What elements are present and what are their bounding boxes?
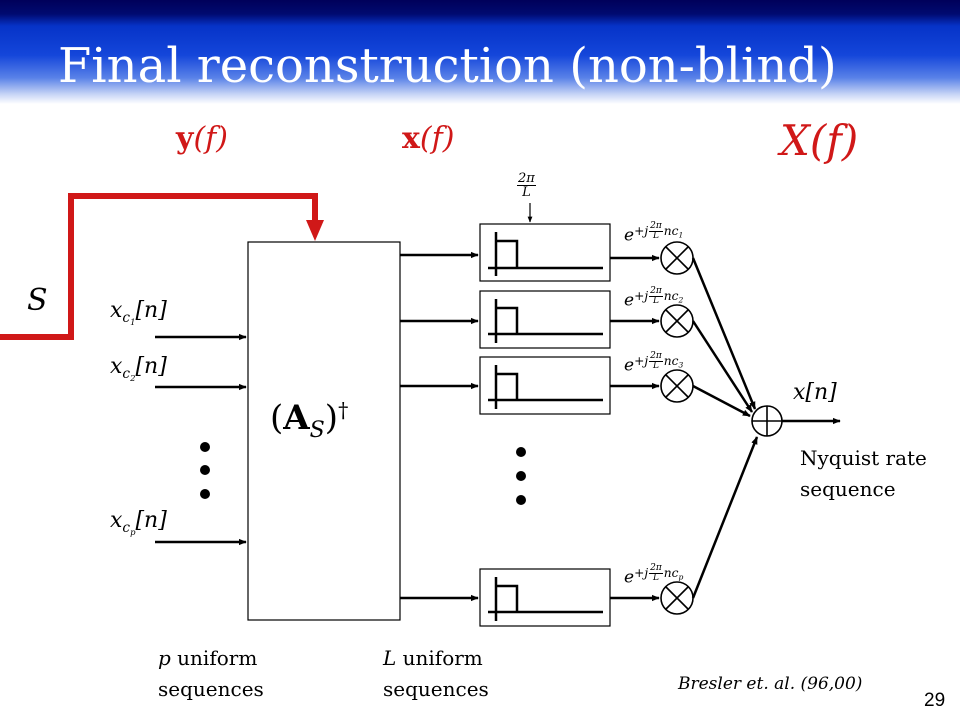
lowpass-filter-1: [479, 223, 611, 282]
input-dot: [200, 442, 210, 452]
support-path: [0, 193, 318, 340]
left-caption-line1: p uniform: [158, 646, 258, 670]
sum-arrow-1: [691, 257, 757, 410]
multiplier-1: [660, 241, 694, 275]
filter-dot: [516, 471, 526, 481]
input-label-2: xc2[n]: [110, 354, 167, 383]
sum-arrow-p: [691, 436, 759, 599]
matrix-block: [247, 241, 401, 621]
slide-title: Final reconstruction (non-blind): [58, 38, 837, 94]
right-caption-line1: L uniform: [383, 646, 483, 670]
title-bar: [0, 0, 960, 104]
multiplier-2: [660, 304, 694, 338]
filter-dot: [516, 447, 526, 457]
multiplier-p: [660, 581, 694, 615]
summation-node: [751, 405, 783, 437]
input-label-1: xc1[n]: [110, 298, 167, 327]
support-arrowhead: [306, 220, 324, 241]
page-number: 29: [924, 690, 946, 711]
sum-arrow-2: [691, 320, 754, 413]
lowpass-filter-p: [479, 568, 611, 627]
signal-y-label: y(f): [176, 121, 228, 156]
lowpass-filter-2: [479, 290, 611, 349]
right-caption-line2: sequences: [383, 677, 489, 701]
signal-X-label: X(f): [780, 116, 859, 165]
multiplier-3: [660, 369, 694, 403]
signal-x-label: x(f): [402, 121, 455, 156]
filter-dot: [516, 495, 526, 505]
input-dot: [200, 489, 210, 499]
output-caption-line2: sequence: [800, 477, 896, 501]
lowpass-filter-3: [479, 356, 611, 415]
input-label-p: xcp[n]: [110, 508, 167, 537]
left-caption-line2: sequences: [158, 677, 264, 701]
citation: Bresler et. al. (96,00): [678, 674, 863, 694]
matrix-label: (AS)†: [270, 398, 349, 443]
input-dot: [200, 465, 210, 475]
output-signal-label: x[n]: [793, 380, 837, 405]
support-label: S: [27, 283, 48, 318]
sum-arrow-3: [692, 384, 751, 418]
output-caption-line1: Nyquist rate: [800, 446, 927, 470]
